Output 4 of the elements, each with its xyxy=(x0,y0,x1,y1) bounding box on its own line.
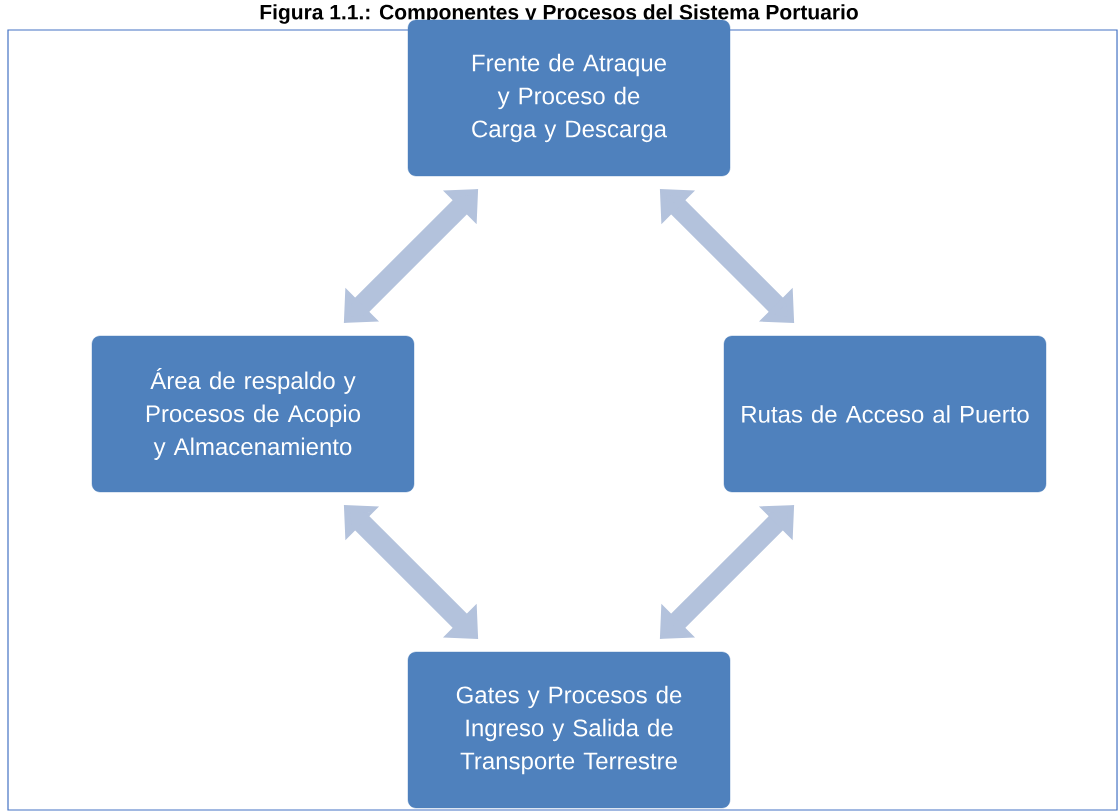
process-box: Frente de Atraque y Proceso de Carga y Descarga xyxy=(407,19,731,177)
process-box: Gates y Procesos de Ingreso y Salida de Transporte Terrestre xyxy=(407,651,731,809)
process-box: Rutas de Acceso al Puerto xyxy=(723,335,1047,493)
process-box: Área de respaldo y Procesos de Acopio y Almacenamiento xyxy=(91,335,415,493)
